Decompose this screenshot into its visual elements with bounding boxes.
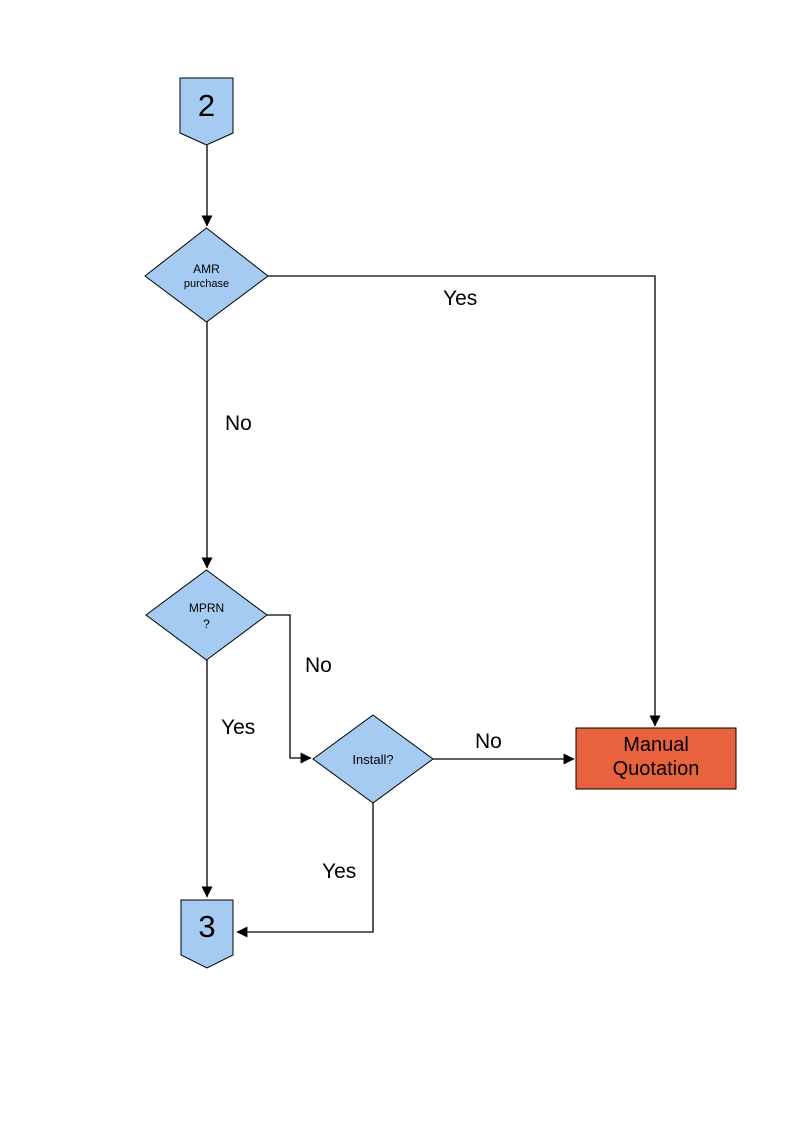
node-decision-amr-purchase: AMR purchase — [144, 227, 269, 323]
edge-label-mprn-yes: Yes — [221, 716, 255, 739]
edge-amr-yes-to-manual-quotation — [268, 275, 661, 727]
node-connector-2: 2 — [179, 77, 234, 146]
manual-quotation-label-line2: Quotation — [613, 758, 700, 780]
connector-2-shape — [179, 77, 234, 146]
edge-label-install-no: No — [475, 730, 502, 753]
node-decision-mprn: MPRN ? — [145, 569, 268, 661]
node-connector-3: 3 — [180, 899, 234, 969]
connector-3-shape — [180, 899, 234, 969]
node-manual-quotation: Manual Quotation — [575, 727, 737, 790]
decision-amr-label-line2: purchase — [184, 278, 229, 290]
connector-2-label: 2 — [198, 88, 215, 123]
decision-amr-label-line1: AMR — [193, 262, 220, 276]
edge-label-mprn-no: No — [305, 654, 332, 677]
manual-quotation-label-line1: Manual — [623, 734, 689, 756]
decision-mprn-label-line1: MPRN — [189, 601, 224, 615]
edge-mprn-no-to-install — [267, 614, 312, 764]
decision-install-label: Install? — [352, 752, 393, 767]
edge-install-yes-to-connector3 — [236, 803, 374, 938]
decision-amr-shape — [144, 227, 269, 323]
edge-label-amr-no: No — [225, 412, 252, 435]
manual-quotation-shape — [575, 727, 737, 790]
decision-install-shape — [312, 714, 434, 804]
decision-mprn-label-line2: ? — [203, 617, 210, 631]
node-decision-install: Install? — [312, 714, 434, 804]
edge-label-install-yes: Yes — [322, 860, 356, 883]
edge-label-amr-yes: Yes — [443, 287, 477, 310]
connector-3-label: 3 — [198, 909, 215, 944]
decision-mprn-shape — [145, 569, 268, 661]
